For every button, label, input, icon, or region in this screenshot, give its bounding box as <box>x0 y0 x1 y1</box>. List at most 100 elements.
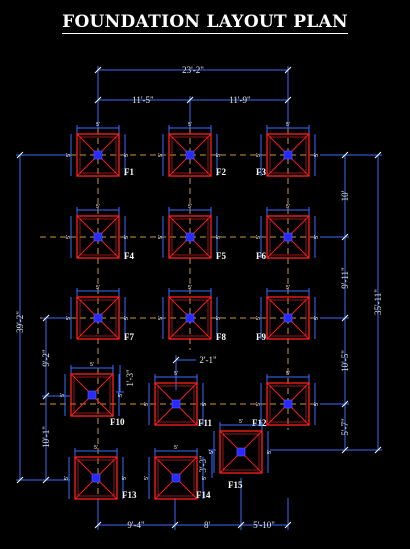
dim-offset-f10: 1'-3" <box>116 365 135 393</box>
footing-inner-dim-text: 5' <box>188 285 192 291</box>
footing-f15: 5'5'5'F15 <box>209 419 273 490</box>
footing-inner-dim-text: 5' <box>60 393 66 397</box>
footing-inner-dim-text: 5' <box>239 419 243 425</box>
footing-inner-dim-text: 5' <box>158 153 164 157</box>
footing-inner-outline <box>222 433 260 471</box>
footing-inner-dim-text: 5' <box>158 316 164 320</box>
footing-inner-dim-text: 5' <box>96 204 100 210</box>
footing-outline <box>219 430 263 474</box>
footing-inner-dim-text: 5' <box>158 235 164 239</box>
pedestal <box>93 150 103 160</box>
dim-text-offset-f10: 1'-3" <box>125 369 135 387</box>
dim-text-bottom-3: 5'-10" <box>253 520 275 530</box>
pedestal <box>185 232 195 242</box>
footing-outline <box>154 382 198 426</box>
footing-label: F10 <box>110 417 125 427</box>
footing-inner-dim-text: 5' <box>188 204 192 210</box>
footing-label: F9 <box>256 332 266 342</box>
footing-inner-dim-text: 5' <box>96 122 100 128</box>
footing-inner-dim-text: 5' <box>216 153 222 157</box>
footing-outline <box>154 456 198 500</box>
footing-inner-dim-text: 5' <box>90 362 94 368</box>
footing-inner-dim-text: 5' <box>66 153 72 157</box>
pedestal <box>283 313 293 323</box>
dim-text-top-right: 11'-9" <box>229 95 251 105</box>
footing-label: F11 <box>198 418 213 428</box>
footing-f5: 5'5'5'F5 <box>158 204 226 261</box>
dim-offset-f11: 2'-1" <box>172 355 217 390</box>
footing-label: F14 <box>196 490 211 500</box>
footing-inner-dim-text: 5' <box>256 402 262 406</box>
footing-f10: 5' 5' 5' F10 <box>60 362 125 427</box>
footing-inner-dim-text: 5' <box>118 393 124 397</box>
footing-inner-outline <box>157 459 195 497</box>
footing-label: F4 <box>124 251 134 261</box>
footing-inner-dim-text: 5' <box>314 235 320 239</box>
footing-inner-dim-text: 5' <box>314 402 320 406</box>
footing-inner-outline <box>269 218 307 256</box>
footing-outline <box>76 215 120 259</box>
dim-text-top-left: 11'-5" <box>132 95 154 105</box>
footing-outline <box>74 456 118 500</box>
pedestal <box>87 390 97 400</box>
footing-f3: 5'5'5'F3 <box>256 122 320 177</box>
footing-inner-dim-text: 5' <box>188 122 192 128</box>
footing-inner-dim-text: 5' <box>216 316 222 320</box>
footing-inner-dim-text: 5' <box>174 445 178 451</box>
footing-outline <box>266 133 310 177</box>
footing-f7: 5'5'5'F7 <box>66 285 134 342</box>
footing-inner-dim-text: 5' <box>144 476 150 480</box>
footing-inner-outline <box>171 136 209 174</box>
footing-f13: 5'5'5'F13 <box>64 445 137 500</box>
footings-layer: 5'5'5'F15'5'5'F25'5'5'F35'5'5'F45'5'5'F5… <box>60 122 320 500</box>
footing-inner-outline <box>157 385 195 423</box>
pedestal <box>283 399 293 409</box>
footing-inner-dim-text: 5' <box>286 285 290 291</box>
footing-f11: 5'5'5'F11 <box>144 371 213 428</box>
footing-label: F8 <box>216 332 226 342</box>
footing-inner-dim-text: 5' <box>286 371 290 377</box>
footing-inner-dim-text: 5' <box>124 153 130 157</box>
dim-text-left-lower: 10'-1" <box>41 426 51 448</box>
footing-inner-dim-text: 5' <box>209 450 215 454</box>
footing-inner-outline <box>171 218 209 256</box>
footing-outline <box>168 296 212 340</box>
footing-inner-outline <box>79 136 117 174</box>
dim-text-left-upper: 9'-2" <box>41 349 51 367</box>
footing-inner-dim-text: 5' <box>64 476 70 480</box>
footing-inner-dim-text: 5' <box>256 235 262 239</box>
dim-text-offset-f11: 2'-1" <box>199 355 217 365</box>
footing-inner-dim-text: 5' <box>256 316 262 320</box>
footing-f6: 5'5'5'F6 <box>256 204 320 261</box>
footing-inner-dim-text: 5' <box>122 476 128 480</box>
footing-inner-dim-text: 5' <box>202 402 208 406</box>
pedestal <box>93 313 103 323</box>
footing-outline <box>70 373 114 417</box>
pedestal <box>185 150 195 160</box>
footing-f8: 5' 5' 5' F8 <box>158 285 226 342</box>
dim-bottom: 9'-4" 8' 5'-10" <box>94 478 292 530</box>
footing-outline <box>168 133 212 177</box>
footing-inner-dim-text: 5' <box>267 450 273 454</box>
footing-inner-outline <box>77 459 115 497</box>
dim-text-left-overall: 39'-2" <box>15 311 25 333</box>
footing-inner-outline <box>269 136 307 174</box>
footing-inner-outline <box>269 299 307 337</box>
footing-label: F6 <box>256 251 266 261</box>
footing-f2: 5' 5' 5' F2 <box>158 122 226 177</box>
footing-inner-dim-text: 5' <box>94 445 98 451</box>
footing-inner-dim-text: 5' <box>66 235 72 239</box>
pedestal <box>283 150 293 160</box>
title-text: FOUNDATION LAYOUT PLAN <box>62 12 348 34</box>
dim-text-right-2: 9'-11" <box>340 267 350 289</box>
dim-left-overall: 39'-2" <box>15 151 70 484</box>
footing-label: F2 <box>216 167 226 177</box>
footing-inner-dim-text: 5' <box>124 235 130 239</box>
footing-outline <box>266 215 310 259</box>
footing-inner-outline <box>73 376 111 414</box>
footing-inner-dim-text: 5' <box>216 235 222 239</box>
footing-f14: 5'5'5'F14 <box>144 445 211 500</box>
dim-text-right-4: 5'-7" <box>340 418 350 436</box>
